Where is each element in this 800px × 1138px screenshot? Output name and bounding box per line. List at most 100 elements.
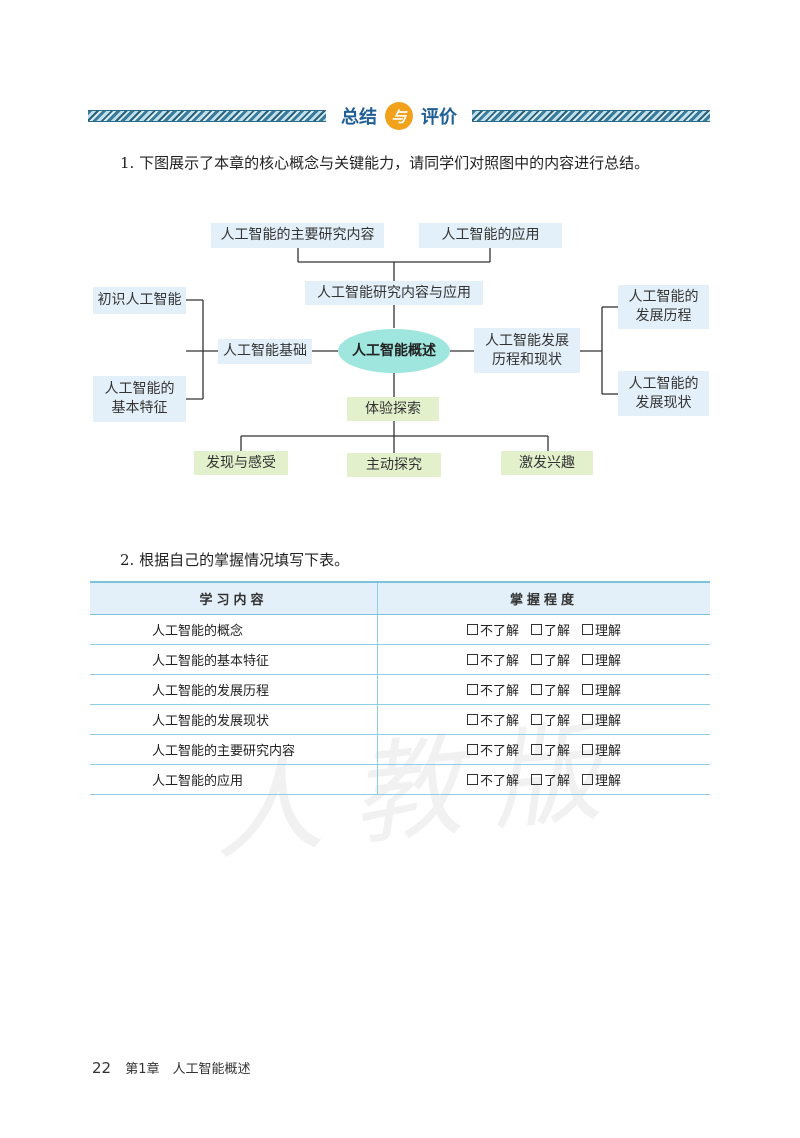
option-label: 不了解 (479, 714, 519, 729)
option-label: 理解 (595, 774, 622, 789)
checkbox-icon[interactable] (530, 624, 542, 635)
table-header-row: 学习内容 掌握程度 (90, 581, 710, 615)
node-research-content: 人工智能的主要研究内容 (211, 223, 384, 248)
checkbox-icon[interactable] (466, 774, 478, 785)
checkbox-icon[interactable] (530, 774, 542, 785)
mastery-option[interactable]: 理解 (582, 710, 621, 729)
option-label: 不了解 (479, 684, 519, 699)
option-label: 不了解 (479, 774, 519, 789)
node-dev-status: 人工智能的 发展现状 (618, 371, 709, 416)
table-row: 人工智能的基本特征 不了解 了解 理解 (90, 644, 710, 675)
row-mastery-options: 不了解 了解 理解 (377, 734, 710, 765)
node-active-explore: 主动探究 (347, 453, 441, 477)
checkbox-icon[interactable] (530, 654, 542, 665)
checkbox-icon[interactable] (582, 684, 593, 695)
self-assessment-table: 学习内容 掌握程度 人工智能的概念不了解了解理解人工智能的基本特征不了解了解理解… (90, 581, 710, 795)
banner-badge-icon: 与 (385, 102, 413, 130)
mastery-option[interactable]: 了解 (530, 710, 570, 729)
option-label: 了解 (543, 684, 570, 699)
node-first-know-ai: 初识人工智能 (93, 287, 186, 314)
table-row: 人工智能的发展现状 不了解 了解 理解 (90, 704, 710, 735)
checkbox-icon[interactable] (530, 684, 542, 695)
table-row: 人工智能的发展历程 不了解 了解 理解 (90, 674, 710, 705)
option-label: 理解 (595, 684, 622, 699)
mastery-option[interactable]: 理解 (582, 740, 621, 759)
question-1: 1. 下图展示了本章的核心概念与关键能力，请同学们对照图中的内容进行总结。 (120, 154, 650, 172)
mastery-option[interactable]: 了解 (530, 740, 570, 759)
mastery-option[interactable]: 了解 (530, 620, 570, 639)
option-label: 了解 (543, 744, 570, 759)
mastery-option[interactable]: 不了解 (466, 740, 519, 759)
column-header-content: 学习内容 (90, 581, 378, 615)
option-label: 理解 (595, 654, 622, 669)
question-2: 2. 根据自己的掌握情况填写下表。 (120, 551, 350, 569)
node-ai-basics: 人工智能基础 (218, 339, 312, 364)
checkbox-icon[interactable] (466, 744, 478, 755)
banner-left-word: 总结 (341, 107, 377, 128)
mastery-option[interactable]: 不了解 (466, 650, 519, 669)
mastery-option[interactable]: 不了解 (466, 710, 519, 729)
row-mastery-options: 不了解 了解 理解 (377, 764, 710, 795)
mastery-option[interactable]: 不了解 (466, 680, 519, 699)
checkbox-icon[interactable] (582, 744, 593, 755)
checkbox-icon[interactable] (466, 624, 478, 635)
column-header-mastery: 掌握程度 (377, 581, 710, 615)
mastery-option[interactable]: 了解 (530, 650, 570, 669)
table-row: 人工智能的概念 不了解 了解 理解 (90, 614, 710, 645)
option-label: 理解 (595, 744, 622, 759)
banner-stripe-right (472, 110, 710, 122)
checkbox-icon[interactable] (530, 714, 542, 725)
mastery-option[interactable]: 不了解 (466, 620, 519, 639)
checkbox-icon[interactable] (530, 744, 542, 755)
mastery-option[interactable]: 不了解 (466, 770, 519, 789)
row-topic: 人工智能的应用 (90, 764, 378, 795)
option-label: 不了解 (479, 624, 519, 639)
mastery-option[interactable]: 理解 (582, 650, 621, 669)
mastery-option[interactable]: 理解 (582, 680, 621, 699)
node-application: 人工智能的应用 (419, 223, 562, 248)
table-row: 人工智能的主要研究内容 不了解 了解 理解 (90, 734, 710, 765)
mastery-option[interactable]: 了解 (530, 680, 570, 699)
row-topic: 人工智能的发展现状 (90, 704, 378, 735)
mastery-option[interactable]: 理解 (582, 770, 621, 789)
row-mastery-options: 不了解 了解 理解 (377, 674, 710, 705)
option-label: 了解 (543, 654, 570, 669)
section-banner: 总结 与 评价 (88, 98, 710, 134)
mastery-option[interactable]: 了解 (530, 770, 570, 789)
page-number: 22 (92, 1059, 112, 1077)
node-basic-features: 人工智能的 基本特征 (93, 376, 186, 422)
checkbox-icon[interactable] (582, 774, 593, 785)
option-label: 不了解 (479, 654, 519, 669)
option-label: 理解 (595, 714, 622, 729)
node-research-and-application: 人工智能研究内容与应用 (305, 281, 483, 305)
banner-title: 总结 与 评价 (326, 98, 472, 134)
row-mastery-options: 不了解 了解 理解 (377, 614, 710, 645)
row-topic: 人工智能的概念 (90, 614, 378, 645)
checkbox-icon[interactable] (582, 714, 593, 725)
option-label: 不了解 (479, 744, 519, 759)
chapter-title: 第1章 人工智能概述 (125, 1062, 251, 1077)
row-topic: 人工智能的发展历程 (90, 674, 378, 705)
checkbox-icon[interactable] (466, 654, 478, 665)
option-label: 了解 (543, 774, 570, 789)
mastery-option[interactable]: 理解 (582, 620, 621, 639)
page-footer: 22 第1章 人工智能概述 (92, 1058, 251, 1077)
option-label: 了解 (543, 714, 570, 729)
checkbox-icon[interactable] (582, 624, 593, 635)
row-topic: 人工智能的基本特征 (90, 644, 378, 675)
node-inspire-interest: 激发兴趣 (501, 451, 593, 475)
banner-right-word: 评价 (421, 107, 457, 128)
checkbox-icon[interactable] (466, 684, 478, 695)
node-experience: 体验探索 (347, 397, 439, 421)
checkbox-icon[interactable] (466, 714, 478, 725)
node-development: 人工智能发展 历程和现状 (474, 328, 580, 373)
option-label: 了解 (543, 624, 570, 639)
checkbox-icon[interactable] (582, 654, 593, 665)
node-dev-history: 人工智能的 发展历程 (618, 285, 709, 329)
row-mastery-options: 不了解 了解 理解 (377, 644, 710, 675)
option-label: 理解 (595, 624, 622, 639)
row-mastery-options: 不了解 了解 理解 (377, 704, 710, 735)
row-topic: 人工智能的主要研究内容 (90, 734, 378, 765)
